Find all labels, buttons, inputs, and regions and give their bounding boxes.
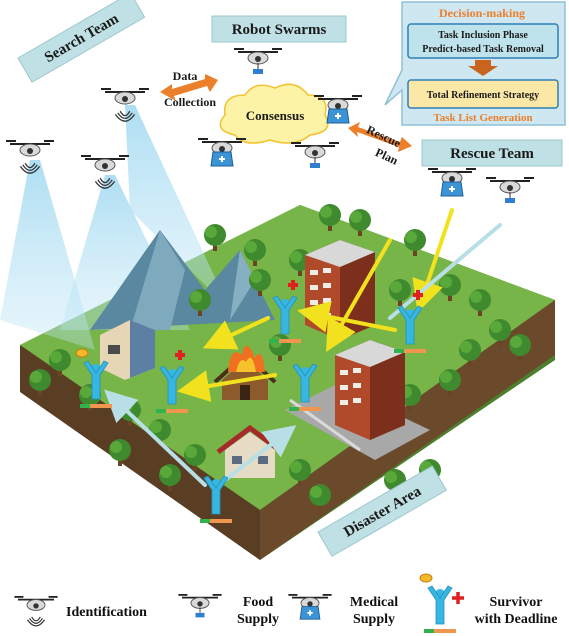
legend-medical-text-2: Supply [352,612,396,627]
tree [439,369,461,396]
legend-icons [14,573,464,633]
legend-food-text-1: Food [242,595,274,610]
medical-drone [288,593,332,620]
legend-survivor: Survivor with Deadline [466,594,566,628]
decision-box1-line2: Predict-based Task Removal [422,44,544,55]
medical-drone [198,138,246,167]
decision-title: Decision-making [439,6,525,20]
tree [404,229,426,256]
food-drone [291,142,339,168]
medical-drone [314,95,362,124]
tree [244,239,266,266]
mountain [90,230,275,330]
consensus-text: Consensus [246,108,305,123]
survivor [394,290,426,353]
rescue-team-text: Rescue Team [450,146,534,162]
survivor [269,280,301,343]
survivor [200,475,232,523]
medical-drone [428,168,476,197]
food-drone [234,48,282,74]
tree [29,369,51,396]
rescue-arrows [104,208,502,487]
tree [389,279,411,306]
robot-swarms-label: Robot Swarms [211,15,347,43]
tree [319,204,341,231]
rescue-team-label: Rescue Team [421,139,563,167]
damaged-house [100,320,155,380]
identification-drone [6,140,54,174]
data-collection-arrow: Data Collection [160,69,218,109]
tree [439,274,461,301]
tree [204,224,226,251]
tree [159,464,181,491]
red-cross-icon [452,592,464,604]
identification-drone [81,155,129,189]
survivor [419,573,456,633]
survivor [289,363,321,411]
food-drone [178,593,222,618]
tree [309,484,331,511]
legend-identification-text: Identification [66,605,147,620]
tree [489,319,511,346]
rescue-plan-arrow: Rescue Plan [348,122,412,168]
consensus-cloud: Consensus [219,83,329,144]
decision-footer: Task List Generation [433,112,532,124]
legend-medical-supply: Medical Supply [342,594,406,628]
tree [109,439,131,466]
survivors [75,280,426,523]
tree [249,269,271,296]
tree [49,349,71,376]
search-team-label: Search Team [17,0,146,83]
drones [6,48,534,203]
robot-swarms-text: Robot Swarms [232,22,327,38]
tree [459,339,481,366]
decision-making-panel: Decision-making Task Inclusion Phase Pre… [384,1,566,126]
tree [349,209,371,236]
data-collection-text-2: Collection [164,95,216,109]
tree [469,289,491,316]
legend-medical-text-1: Medical [349,595,399,610]
survivor [156,350,188,413]
legend-survivor-text-1: Survivor [489,595,543,610]
apartment-building-2 [335,340,405,440]
decision-box1-line1: Task Inclusion Phase [438,30,528,41]
food-drone [486,177,534,203]
tree [509,334,531,361]
data-collection-text-1: Data [173,69,198,83]
survivor [75,348,112,408]
legend-identification: Identification [66,604,147,621]
tree [289,459,311,486]
identification-drone [14,595,58,627]
tree [189,289,211,316]
identification-drone [101,88,149,122]
legend-survivor-text-2: with Deadline [474,612,558,627]
legend-food-supply: Food Supply [232,594,284,628]
legend-food-text-2: Supply [236,612,280,627]
decision-box2: Total Refinement Strategy [427,90,539,101]
tree [184,444,206,471]
